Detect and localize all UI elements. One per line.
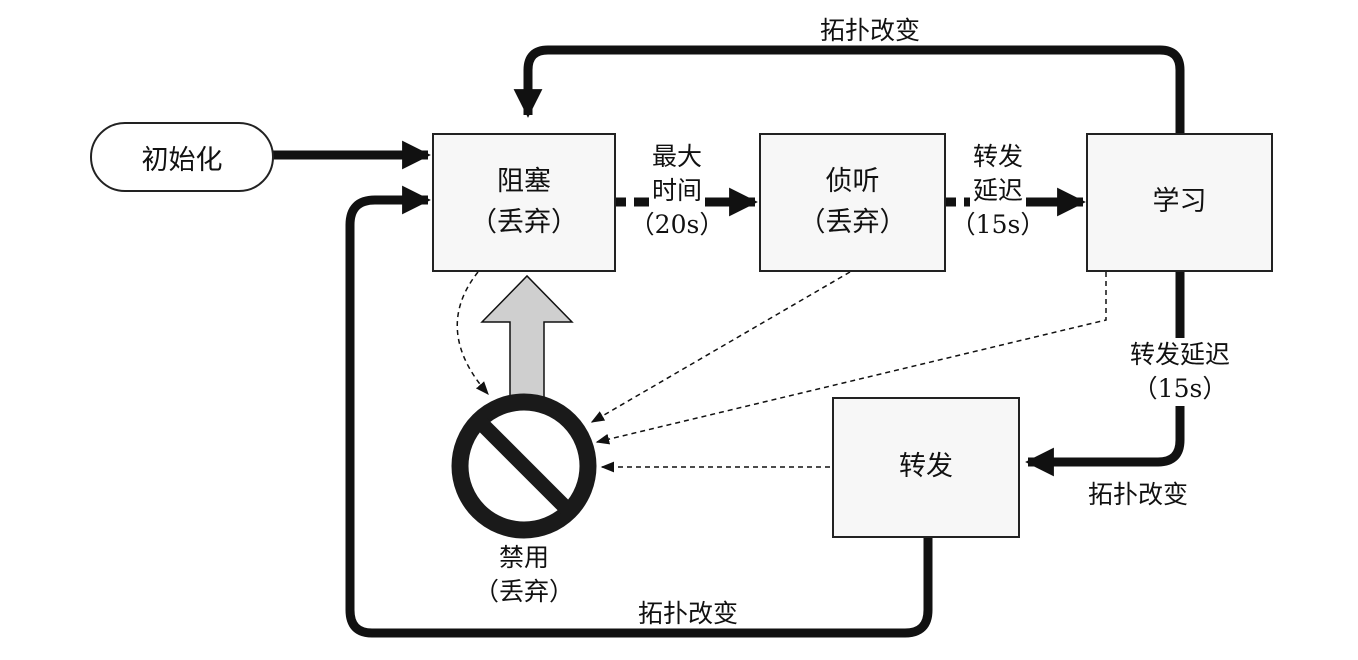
state-forwarding: 转发 — [832, 397, 1020, 538]
prohibit-icon — [451, 393, 597, 539]
init-node: 初始化 — [90, 122, 274, 192]
state-learning-name: 学习 — [1152, 186, 1207, 218]
up-arrow-icon — [480, 274, 574, 401]
dashed-listening-to-disabled — [590, 271, 851, 423]
label-topology-change-top: 拓扑改变 — [819, 16, 920, 45]
state-listening: 侦听 （丢弃） — [759, 133, 946, 272]
state-blocking-name: 阻塞 — [497, 166, 551, 197]
dashed-learning-to-disabled — [595, 272, 1107, 445]
label-forward-delay-1: 转发 延迟 （15s） — [943, 140, 1053, 241]
state-listening-sub: （丢弃） — [798, 206, 907, 238]
label-max-age: 最大 时间 （20s） — [622, 140, 732, 241]
state-disabled-name: 禁用 — [498, 543, 549, 572]
label-fwd1-line3: （15s） — [950, 209, 1046, 239]
label-fwd1-line2: 延迟 — [970, 173, 1026, 208]
label-fwd2-line1: 转发延迟 — [1129, 340, 1230, 369]
state-disabled-sub: （丢弃） — [473, 576, 574, 606]
label-topology-change-right: 拓扑改变 — [1087, 480, 1188, 509]
label-max-age-line2: 时间 — [649, 173, 705, 208]
dashed-blocking-to-disabled — [456, 271, 489, 396]
label-topology-change-bottom: 拓扑改变 — [637, 599, 738, 628]
arrow-learning-to-forwarding — [1025, 272, 1185, 477]
state-listening-name: 侦听 — [825, 166, 880, 197]
state-forwarding-name: 转发 — [899, 451, 953, 483]
label-forward-delay-2: 转发延迟 （15s） — [1110, 338, 1250, 406]
state-learning: 学习 — [1086, 133, 1273, 272]
label-max-age-line3: （20s） — [629, 209, 725, 239]
arrow-forwarding-to-blocking — [345, 185, 933, 638]
arrow-learning-to-blocking — [513, 45, 1185, 133]
label-fwd1-line1: 转发 — [972, 142, 1023, 171]
init-label: 初始化 — [141, 144, 223, 176]
state-blocking-sub: （丢弃） — [470, 206, 578, 238]
state-blocking: 阻塞 （丢弃） — [432, 133, 616, 272]
label-fwd2-line2: （15s） — [1132, 373, 1228, 403]
label-max-age-line1: 最大 — [651, 142, 702, 171]
state-disabled-label: 禁用 （丢弃） — [462, 541, 586, 609]
